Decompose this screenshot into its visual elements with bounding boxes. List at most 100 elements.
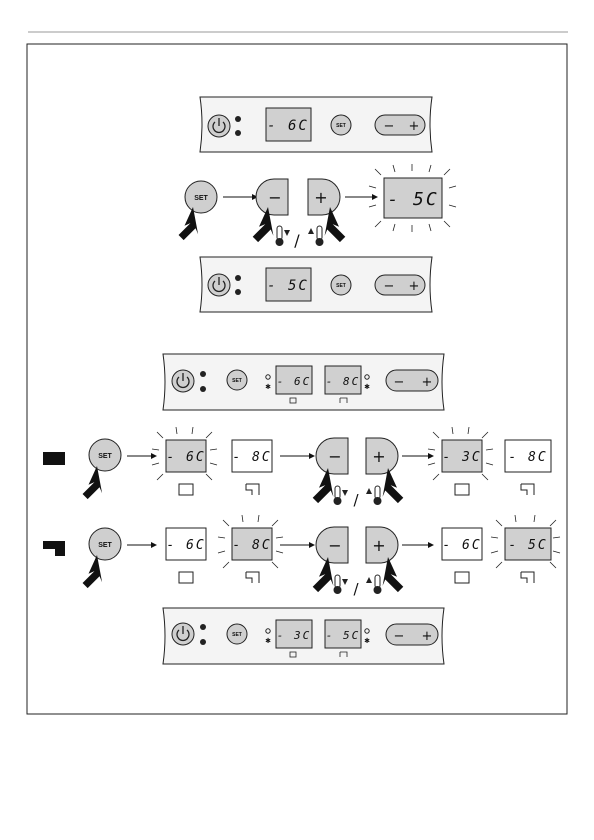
- freezer-icon: [521, 572, 534, 583]
- minus-button-enlarged[interactable]: −: [316, 527, 348, 563]
- power-button[interactable]: [208, 115, 230, 137]
- snowflake-icon: ✱: [364, 383, 370, 391]
- display-value: - 6C: [267, 118, 309, 134]
- plus-button-enlarged[interactable]: +: [366, 438, 398, 474]
- display-value: - 6C: [166, 538, 205, 553]
- thermometer-up-icon: [308, 226, 324, 246]
- freezer-icon: [43, 541, 65, 556]
- thermometer-up-icon: [366, 575, 382, 594]
- display-value: - 8C: [326, 375, 361, 388]
- slash-separator: /: [353, 580, 359, 598]
- pressing-finger-icon: [83, 466, 103, 499]
- fridge-compartment-icon: [455, 572, 469, 583]
- fridge-compartment-icon: [455, 484, 469, 495]
- set-button[interactable]: SET: [331, 115, 351, 135]
- minus-plus-rocker[interactable]: − +: [386, 370, 438, 391]
- step-row-freezer: SET - 6C - 8C −: [43, 515, 560, 598]
- control-panel-single-initial: - 6C SET − +: [200, 97, 432, 152]
- display-value: - 6C: [166, 450, 205, 465]
- indicator-led: [235, 130, 241, 136]
- display-value: - 3C: [277, 629, 312, 642]
- step-row-single: SET − + /: [179, 164, 456, 250]
- set-button[interactable]: SET: [227, 370, 247, 390]
- minus-label: −: [384, 279, 395, 294]
- plus-label: +: [372, 447, 385, 466]
- blinking-display: - 3C: [428, 427, 493, 495]
- plus-label: +: [314, 188, 327, 207]
- minus-button-enlarged[interactable]: −: [316, 438, 348, 474]
- set-button-label: SET: [336, 123, 346, 129]
- display-value: - 5C: [387, 189, 438, 210]
- power-button[interactable]: [172, 370, 194, 392]
- snowflake-icon: ✱: [265, 383, 271, 391]
- minus-label: −: [268, 188, 281, 207]
- plus-label: +: [409, 119, 420, 134]
- indicator-led: [200, 386, 206, 392]
- control-panel-dual-result: SET ✱ - 3C - 5C ✱ − +: [163, 608, 444, 664]
- set-button[interactable]: SET: [185, 181, 217, 213]
- snowflake-icon: ✱: [364, 637, 370, 645]
- minus-plus-rocker[interactable]: − +: [386, 624, 438, 645]
- display-value: - 3C: [442, 450, 481, 465]
- power-button[interactable]: [208, 274, 230, 296]
- display-value: - 6C: [277, 375, 312, 388]
- fridge-compartment-icon: [179, 572, 193, 583]
- indicator-led: [200, 624, 206, 630]
- snowflake-icon: ✱: [265, 637, 271, 645]
- plus-button-enlarged[interactable]: +: [366, 527, 398, 563]
- plus-label: +: [409, 279, 420, 294]
- set-button-label: SET: [98, 542, 112, 549]
- display-value: - 8C: [232, 538, 271, 553]
- set-button[interactable]: SET: [89, 528, 121, 560]
- power-button[interactable]: [172, 623, 194, 645]
- control-panel-single-result: - 5C SET − +: [200, 257, 432, 312]
- thermometer-up-icon: [366, 486, 382, 505]
- minus-plus-rocker[interactable]: − +: [375, 275, 425, 295]
- set-button-label: SET: [194, 195, 208, 202]
- plus-button-enlarged[interactable]: +: [308, 179, 340, 215]
- plus-label: +: [372, 536, 385, 555]
- blinking-display: - 6C: [152, 427, 217, 495]
- slash-separator: /: [353, 491, 359, 509]
- freezer-icon: [246, 572, 259, 583]
- indicator-led: [235, 116, 241, 122]
- display-value: - 8C: [232, 450, 271, 465]
- freezer-icon: [246, 484, 259, 495]
- fridge-compartment-icon: [179, 484, 193, 495]
- blinking-display: - 5C: [369, 164, 456, 232]
- indicator-led: [235, 275, 241, 281]
- minus-label: −: [384, 119, 395, 134]
- blinking-display: - 5C: [491, 515, 560, 583]
- minus-label: −: [394, 375, 405, 390]
- thermometer-down-icon: [334, 575, 349, 594]
- step-row-fridge: SET - 6C - 8C −: [43, 427, 551, 509]
- display-value: - 5C: [267, 278, 309, 294]
- set-button[interactable]: SET: [89, 439, 121, 471]
- set-button-label: SET: [232, 378, 242, 384]
- thermometer-down-icon: [276, 226, 291, 246]
- thermometer-down-icon: [334, 486, 349, 505]
- set-button-label: SET: [98, 453, 112, 460]
- fridge-compartment-icon: [43, 452, 65, 465]
- minus-label: −: [328, 447, 341, 466]
- freezer-display-step: - 8C: [232, 440, 272, 495]
- display-value: - 8C: [508, 450, 547, 465]
- display-value: - 5C: [508, 538, 547, 553]
- slash-separator: /: [294, 231, 300, 250]
- minus-button-enlarged[interactable]: −: [256, 179, 288, 215]
- blinking-display: - 8C: [218, 515, 283, 583]
- indicator-led: [200, 371, 206, 377]
- fridge-display-step: - 6C: [166, 528, 206, 583]
- set-button[interactable]: SET: [331, 275, 351, 295]
- control-panel-dual-initial: SET ✱ - 6C - 8C ✱ − +: [163, 354, 444, 410]
- indicator-led: [200, 639, 206, 645]
- set-button-label: SET: [336, 283, 346, 289]
- set-button[interactable]: SET: [227, 624, 247, 644]
- set-button-label: SET: [232, 632, 242, 638]
- minus-label: −: [328, 536, 341, 555]
- display-value: - 5C: [326, 629, 361, 642]
- plus-label: +: [422, 629, 433, 644]
- indicator-led: [235, 289, 241, 295]
- minus-plus-rocker[interactable]: − +: [375, 115, 425, 135]
